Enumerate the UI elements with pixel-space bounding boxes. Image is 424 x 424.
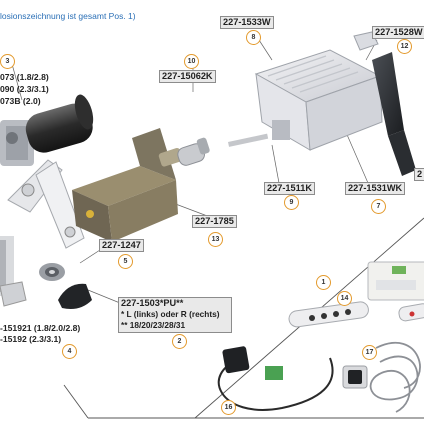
position-marker-9: 9 bbox=[284, 195, 299, 210]
dark-bracket-icon bbox=[372, 52, 416, 176]
position-marker-3: 3 bbox=[0, 54, 15, 69]
bracket-icon bbox=[0, 159, 85, 296]
position-marker-14: 14 bbox=[337, 291, 352, 306]
part-label-227-1503-box: 227-1503*PU** * L (links) oder R (rechts… bbox=[118, 297, 232, 333]
part-label-227-1531WK: 227-1531WK bbox=[345, 182, 406, 195]
bottom-left-code-1: -151921 (1.8/2.0/2.8) bbox=[0, 323, 81, 333]
position-marker-8: 8 bbox=[246, 30, 261, 45]
position-marker-17: 17 bbox=[362, 345, 377, 360]
connector-icon bbox=[177, 137, 210, 166]
left-code-1: 073 (1.8/2.8) bbox=[0, 72, 49, 82]
remote-control-icon bbox=[288, 301, 369, 328]
button-switch-icon bbox=[342, 365, 368, 389]
roller-icon bbox=[39, 263, 65, 281]
sensor-pad-icon bbox=[222, 346, 283, 380]
rod-icon bbox=[228, 133, 269, 147]
lift-module-icon bbox=[72, 128, 183, 242]
remote-control-icon-2 bbox=[398, 303, 424, 322]
part-label-227-1533W: 227-1533W bbox=[220, 16, 274, 29]
part-label-227-15062K: 227-15062K bbox=[159, 70, 216, 83]
position-marker-1: 1 bbox=[316, 275, 331, 290]
part-2-note-2: ** 18/20/23/28/31 bbox=[121, 320, 186, 330]
left-code-2: 090 (2.3/3.1) bbox=[0, 84, 49, 94]
part-label-edge: 2 bbox=[414, 168, 424, 181]
position-marker-7: 7 bbox=[371, 199, 386, 214]
part-2-code: 227-1503*PU** bbox=[121, 298, 184, 308]
cap-icon bbox=[58, 283, 92, 309]
cable-icon bbox=[217, 357, 334, 411]
control-unit-icon bbox=[367, 261, 424, 301]
part-label-227-1511K: 227-1511K bbox=[264, 182, 315, 195]
part-label-227-1528W: 227-1528W bbox=[372, 26, 424, 39]
part-label-227-1247: 227-1247 bbox=[99, 239, 144, 252]
small-mount-icon bbox=[0, 281, 27, 307]
left-code-3: 073B (2.0) bbox=[0, 96, 41, 106]
part-label-227-1785: 227-1785 bbox=[192, 215, 237, 228]
position-marker-12: 12 bbox=[397, 39, 412, 54]
position-marker-2: 2 bbox=[172, 334, 187, 349]
position-marker-16: 16 bbox=[221, 400, 236, 415]
position-marker-5: 5 bbox=[118, 254, 133, 269]
diagram-caption: losionszeichnung ist gesamt Pos. 1) bbox=[0, 11, 136, 21]
part-2-note-1: * L (links) oder R (rechts) bbox=[121, 309, 220, 319]
position-marker-13: 13 bbox=[208, 232, 223, 247]
position-marker-10: 10 bbox=[184, 54, 199, 69]
position-marker-4: 4 bbox=[62, 344, 77, 359]
grey-cable-icon bbox=[369, 341, 421, 413]
control-box-icon bbox=[254, 49, 383, 151]
motor-icon bbox=[0, 94, 94, 166]
bottom-left-code-2: -15192 (2.3/3.1) bbox=[0, 334, 62, 344]
